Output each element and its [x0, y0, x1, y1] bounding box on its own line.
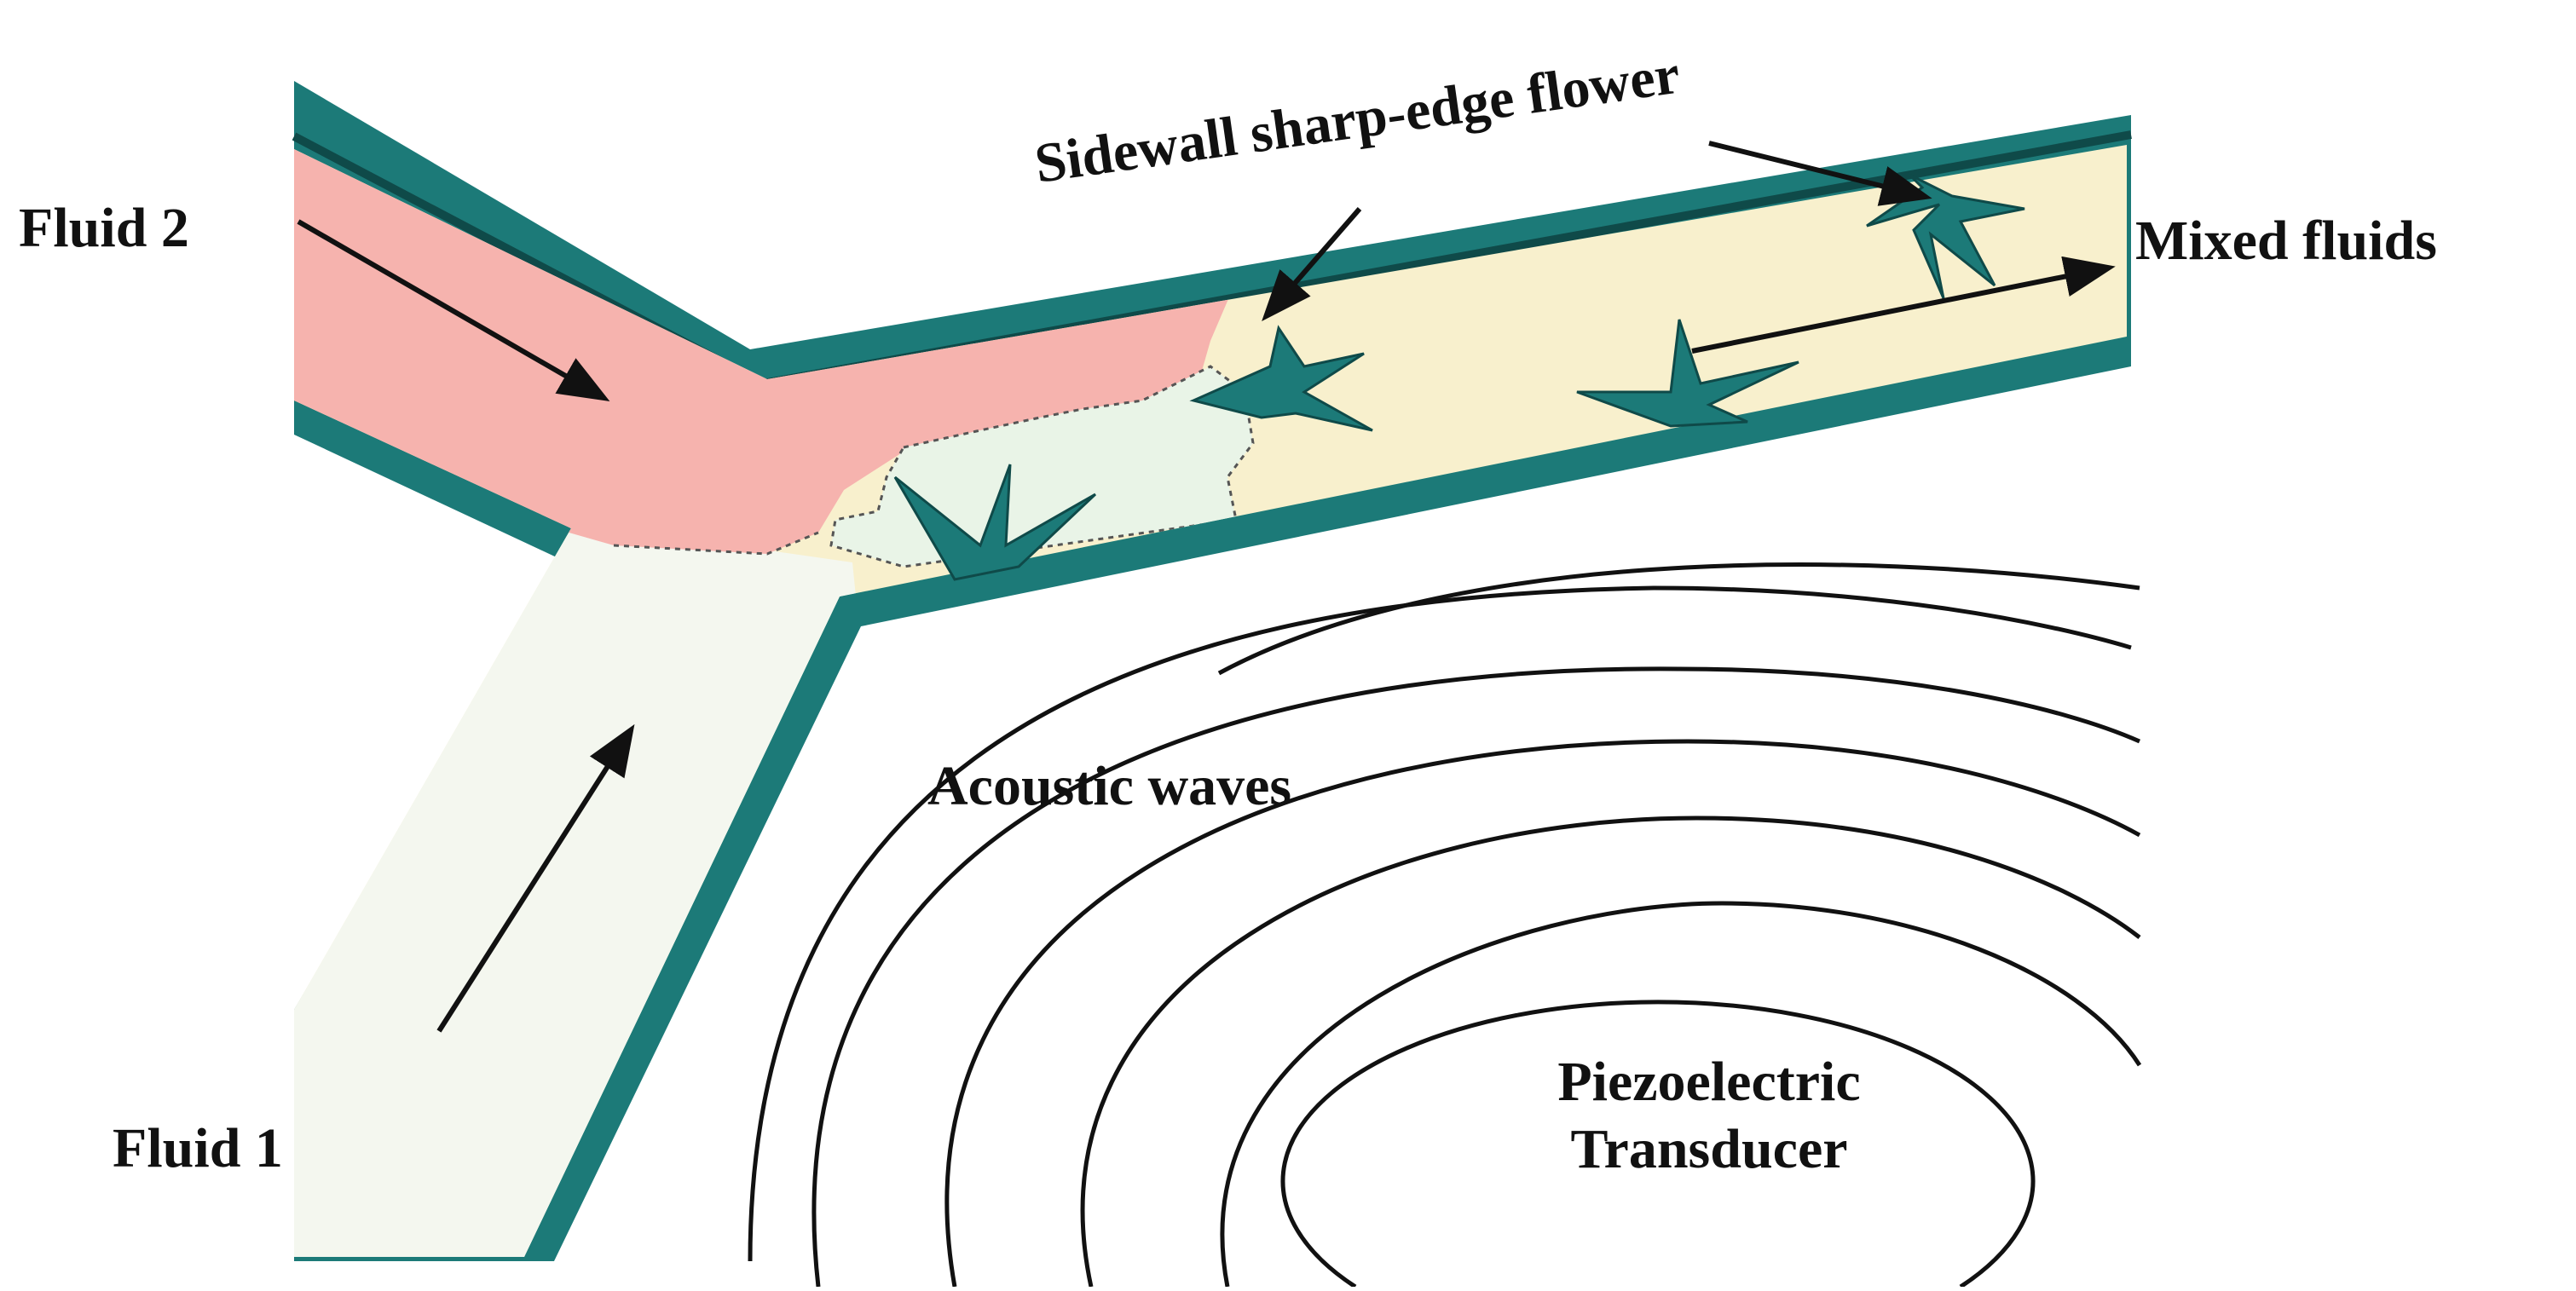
- fluid1-label: Fluid 1: [113, 1117, 283, 1179]
- piezo-label-line2: Transducer: [1570, 1118, 1848, 1181]
- fluid1-region: [294, 520, 861, 1257]
- sharp-edge-flower-1: [893, 464, 1097, 581]
- acoustic-wave-ring-4: [944, 739, 2141, 1288]
- fluid2-flow-arrow: [297, 219, 610, 402]
- pointer-arrow-2: [1708, 141, 1932, 206]
- pointer-arrows: [1262, 141, 1932, 322]
- fluid2-label: Fluid 2: [19, 197, 189, 259]
- flow-arrows: [297, 219, 2116, 1033]
- fluid-interface: [613, 531, 819, 556]
- acoustic-wave-ring-2: [1220, 901, 2142, 1288]
- mixed-fluids-label: Mixed fluids: [2135, 210, 2437, 272]
- mixed-flow-arrow: [1691, 256, 2116, 354]
- acoustic-wave-ring-6: [748, 585, 2132, 1262]
- sharp-edge-flower-2: [1189, 325, 1373, 432]
- sharp-edge-flower-3: [1576, 319, 1799, 428]
- acoustic-wave-ring-3: [1080, 816, 2141, 1288]
- pointer-arrow-1: [1262, 207, 1362, 322]
- acoustic-wave-ring-1: [1280, 1000, 2036, 1289]
- acoustic-waves-label: Acoustic waves: [927, 755, 1292, 817]
- piezo-label-line1: Piezoelectric: [1557, 1051, 1861, 1113]
- acoustic-wave-ring-5: [811, 666, 2141, 1288]
- piezoelectric-transducer-label: Piezoelectric Transducer: [1526, 1048, 1892, 1183]
- acoustic-wave-ring-7: [1217, 562, 2140, 676]
- acoustic-wave-rings: [748, 562, 2142, 1289]
- fluid1-flow-arrow: [436, 723, 635, 1033]
